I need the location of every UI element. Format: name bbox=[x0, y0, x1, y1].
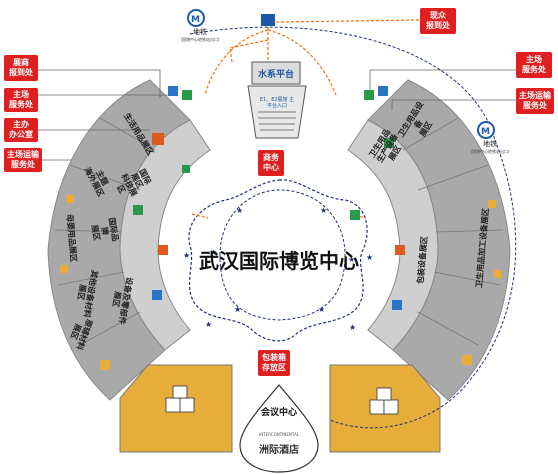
host-office-box[interactable]: 主办 办公室 bbox=[4, 118, 38, 142]
left-hall-dividers bbox=[54, 117, 156, 346]
host-service-left-box[interactable]: 主场 服务处 bbox=[4, 88, 38, 112]
right-small-markers bbox=[350, 86, 502, 365]
left-box-icon bbox=[165, 385, 195, 413]
metro-icon-right: M bbox=[477, 121, 495, 139]
stair-lines bbox=[258, 111, 296, 131]
water-platform-label: 水系平台 bbox=[257, 69, 294, 80]
service-leaders bbox=[38, 69, 520, 161]
metro-right-caption: 地铁 (国博中心地铁站出口) bbox=[470, 140, 510, 156]
right-wing-inner-band bbox=[347, 119, 439, 351]
svg-text:★: ★ bbox=[236, 206, 243, 215]
exhibitor-registration-box[interactable]: 展商 报到处 bbox=[4, 55, 38, 81]
business-center-box[interactable]: 商务 中心 bbox=[258, 150, 284, 176]
host-service-right-box[interactable]: 主场 服务处 bbox=[516, 52, 552, 78]
metro-right-label: 地铁 bbox=[483, 140, 497, 148]
metro-top-caption: 地铁 (国博中心地铁站出口) bbox=[180, 28, 220, 44]
blue-route bbox=[189, 26, 517, 429]
water-platform-block bbox=[251, 61, 301, 85]
svg-text:★: ★ bbox=[318, 305, 325, 314]
host-transport-right-box[interactable]: 主场运输 服务处 bbox=[516, 88, 554, 114]
metro-icon-top: M bbox=[187, 9, 205, 27]
hall-left-inner-b: 国际品牌 展区 bbox=[90, 216, 121, 243]
metro-top-label: 地铁 bbox=[193, 28, 207, 36]
host-transport-left-box[interactable]: 主场运输 服务处 bbox=[4, 148, 42, 172]
meeting-center-drop bbox=[239, 384, 319, 473]
right-box-icon bbox=[369, 387, 399, 415]
top-entrance-marker bbox=[261, 14, 275, 26]
route-stars: ★ ★ ★ ★ ★ ★ ★ ★ ★ ★ bbox=[183, 206, 373, 332]
metro-right-sub: (国博中心地铁站出口) bbox=[470, 149, 510, 154]
central-pavilion bbox=[188, 179, 368, 342]
meeting-center-label: 会议中心 bbox=[260, 408, 297, 418]
svg-text:M: M bbox=[481, 127, 490, 137]
packing-area-box[interactable]: 包装箱 存放区 bbox=[258, 350, 290, 376]
left-small-markers bbox=[60, 86, 192, 370]
right-hall-dividers bbox=[402, 117, 504, 346]
map-title: 武汉国际博览中心 bbox=[199, 249, 359, 273]
svg-text:★: ★ bbox=[348, 255, 355, 264]
onsite-registration-box[interactable]: 现众 报到处 bbox=[420, 8, 456, 34]
svg-text:M: M bbox=[191, 15, 200, 25]
svg-text:★: ★ bbox=[234, 305, 241, 314]
svg-text:★: ★ bbox=[320, 206, 327, 215]
hotel-en-label: INTERCONTINENTAL bbox=[259, 432, 299, 437]
svg-text:★: ★ bbox=[366, 253, 373, 262]
left-wing-inner-band bbox=[119, 119, 211, 351]
hotel-cn-label: 洲际酒店 bbox=[259, 445, 299, 456]
stage-label: E1、E2展馆 主平台入口 bbox=[259, 97, 295, 109]
svg-text:★: ★ bbox=[349, 323, 356, 332]
svg-text:★: ★ bbox=[210, 248, 217, 257]
metro-top-sub: (国博中心地铁站出口) bbox=[180, 37, 220, 42]
svg-text:★: ★ bbox=[205, 320, 212, 329]
svg-text:★: ★ bbox=[183, 251, 190, 260]
